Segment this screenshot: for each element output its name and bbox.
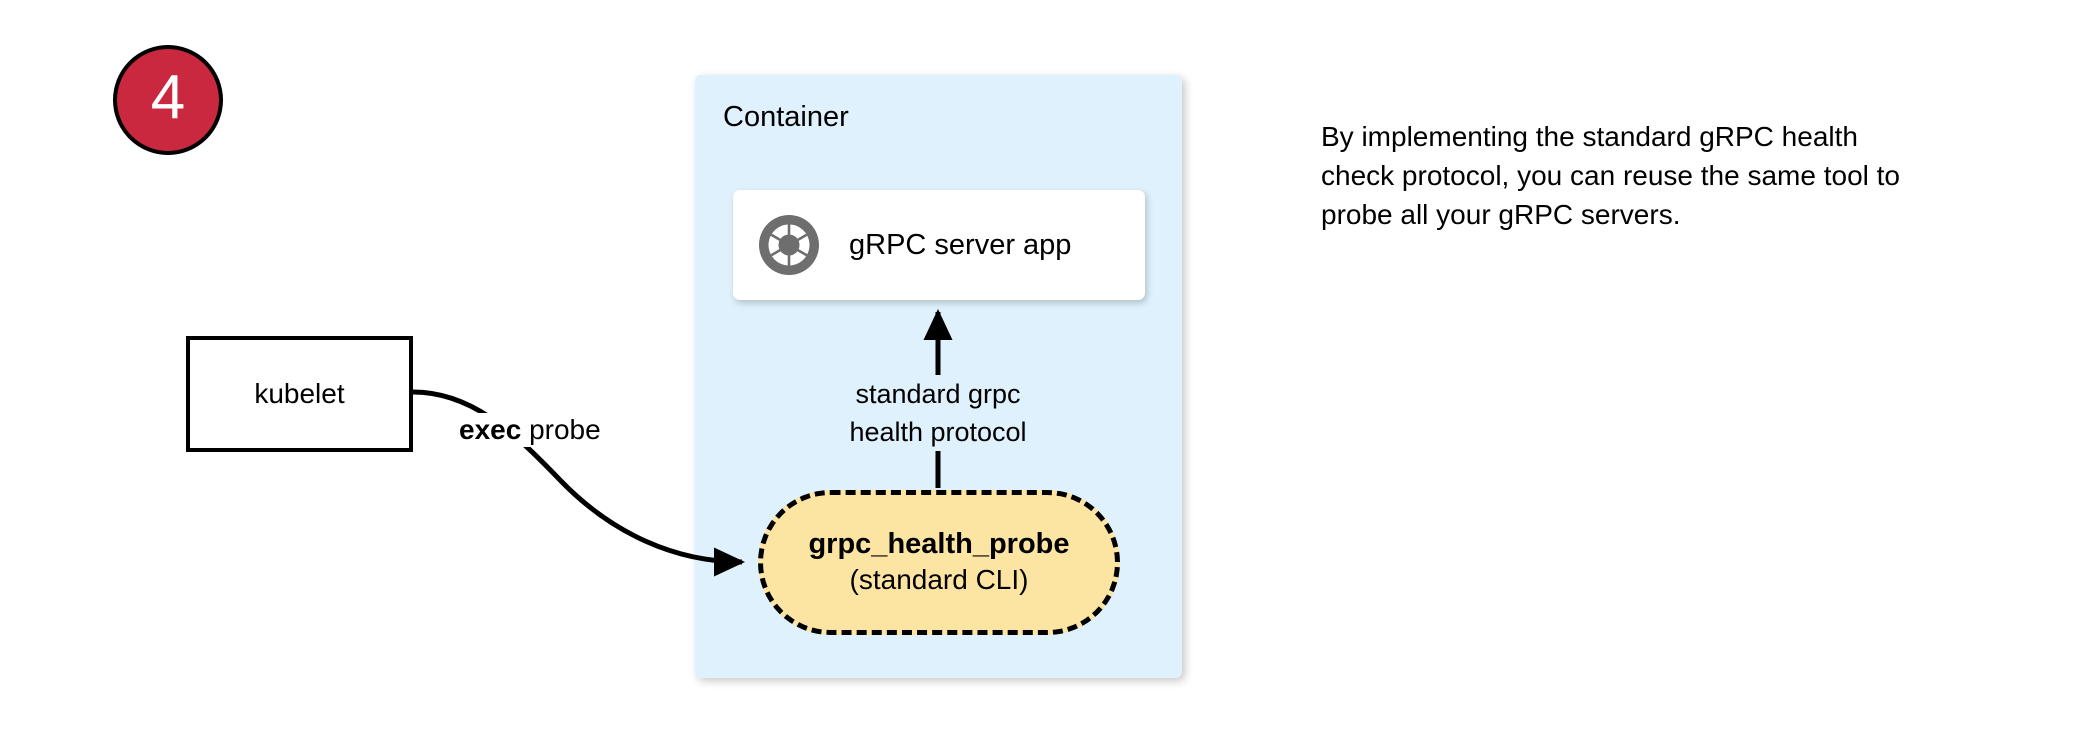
step-number-label: 4 (150, 63, 186, 132)
kubelet-label: kubelet (254, 378, 345, 409)
grpc-health-probe-node: grpc_health_probe (standard CLI) (758, 490, 1120, 635)
health-protocol-line-2: health protocol (849, 417, 1027, 447)
step-number-badge: 4 (113, 45, 223, 155)
kubelet-box: kubelet (186, 336, 413, 452)
container-title: Container (723, 101, 849, 133)
health-protocol-edge-label: standard grpc health protocol (841, 375, 1035, 451)
grpc-server-app-card: gRPC server app (733, 190, 1145, 300)
grpc-health-probe-name: grpc_health_probe (808, 528, 1070, 561)
grpc-aperture-icon (759, 215, 819, 275)
exec-probe-edge-label: exec probe (455, 413, 605, 447)
health-protocol-line-1: standard grpc (855, 379, 1021, 409)
grpc-health-probe-subtitle: (standard CLI) (849, 563, 1029, 595)
exec-probe-rest-text: probe (521, 414, 601, 445)
grpc-server-app-label: gRPC server app (849, 228, 1072, 261)
description-text: By implementing the standard gRPC health… (1321, 121, 1900, 230)
exec-probe-strong-text: exec (459, 414, 522, 445)
